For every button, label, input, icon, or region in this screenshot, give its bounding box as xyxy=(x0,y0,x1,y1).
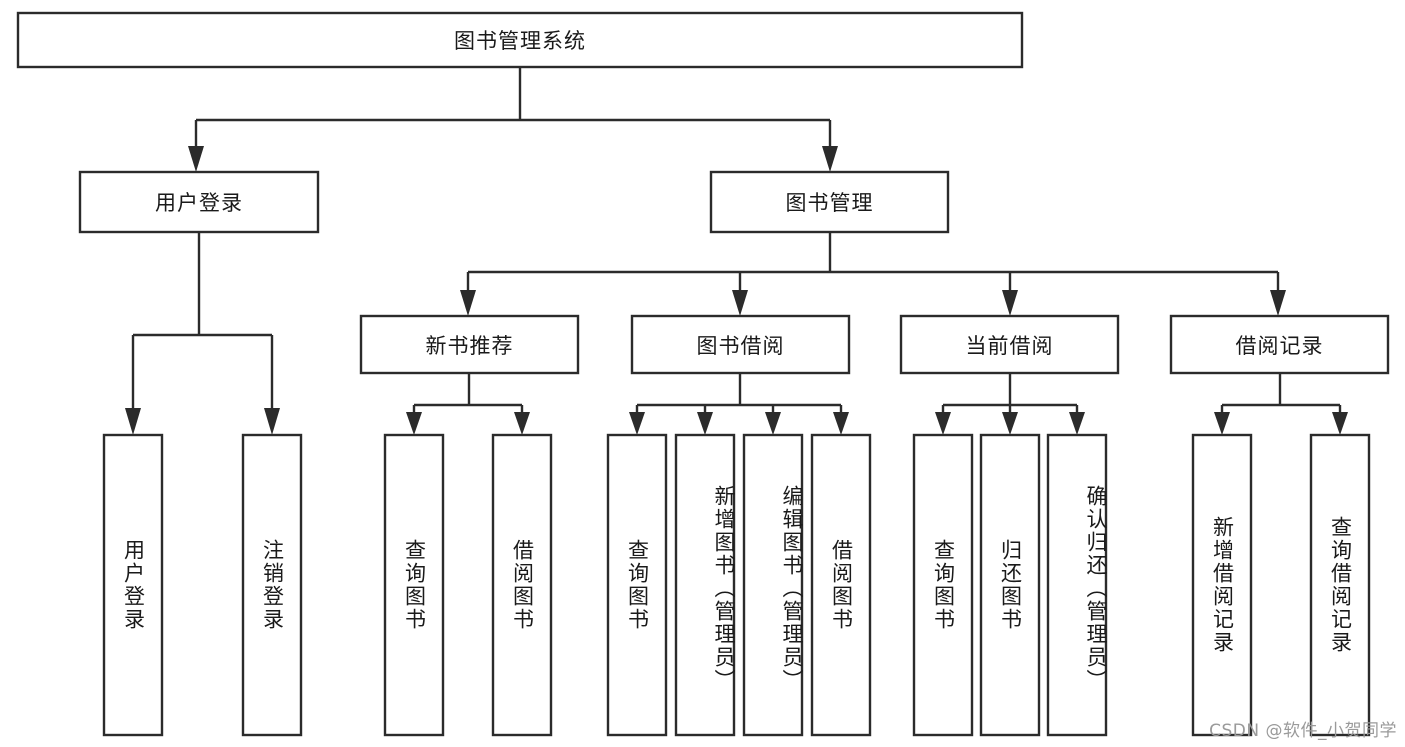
arrowhead-br-query-record xyxy=(1332,412,1348,435)
arrowhead-book-borrow xyxy=(732,290,748,316)
node-borrow-record[interactable] xyxy=(1169,314,1390,375)
node-book-borrow[interactable] xyxy=(630,314,851,375)
node-root-book-management-system[interactable] xyxy=(16,11,1024,69)
csdn-watermark: CSDN @软件_小贺同学 xyxy=(1209,721,1397,741)
node-leaf-user-login[interactable] xyxy=(102,433,164,737)
node-leaf-cb-confirm-return[interactable] xyxy=(1046,433,1108,737)
arrowhead-borrow-record xyxy=(1270,290,1286,316)
arrowhead-nbr-borrow-book xyxy=(514,412,530,435)
node-leaf-bb-add-book[interactable] xyxy=(674,433,736,737)
arrowhead-user-login xyxy=(188,146,204,172)
node-leaf-cb-query-book[interactable] xyxy=(912,433,974,737)
node-leaf-logout[interactable] xyxy=(241,433,303,737)
arrowhead-leaf-logout xyxy=(264,408,280,435)
arrowhead-leaf-user-login xyxy=(125,408,141,435)
arrowhead-cb-return-book xyxy=(1002,412,1018,435)
arrowhead-bb-borrow-book xyxy=(833,412,849,435)
node-leaf-bb-edit-book[interactable] xyxy=(742,433,804,737)
node-leaf-nbr-query-book[interactable] xyxy=(383,433,445,737)
node-book-management[interactable] xyxy=(709,170,950,234)
node-new-book-recommend[interactable] xyxy=(359,314,580,375)
arrowhead-new-book-recommend xyxy=(460,290,476,316)
arrowhead-current-borrow xyxy=(1002,290,1018,316)
arrowhead-nbr-query-book xyxy=(406,412,422,435)
arrowhead-cb-query-book xyxy=(935,412,951,435)
node-leaf-bb-borrow-book[interactable] xyxy=(810,433,872,737)
node-leaf-cb-return-book[interactable] xyxy=(979,433,1041,737)
arrowhead-bb-add-book xyxy=(697,412,713,435)
node-leaf-bb-query-book[interactable] xyxy=(606,433,668,737)
node-leaf-br-add-record[interactable] xyxy=(1191,433,1253,737)
arrowhead-book-management xyxy=(822,146,838,172)
node-leaf-br-query-record[interactable] xyxy=(1309,433,1371,737)
node-current-borrow[interactable] xyxy=(899,314,1120,375)
node-leaf-nbr-borrow-book[interactable] xyxy=(491,433,553,737)
arrowhead-cb-confirm-return xyxy=(1069,412,1085,435)
arrowhead-bb-query-book xyxy=(629,412,645,435)
arrowhead-br-add-record xyxy=(1214,412,1230,435)
node-user-login[interactable] xyxy=(78,170,320,234)
arrowhead-bb-edit-book xyxy=(765,412,781,435)
